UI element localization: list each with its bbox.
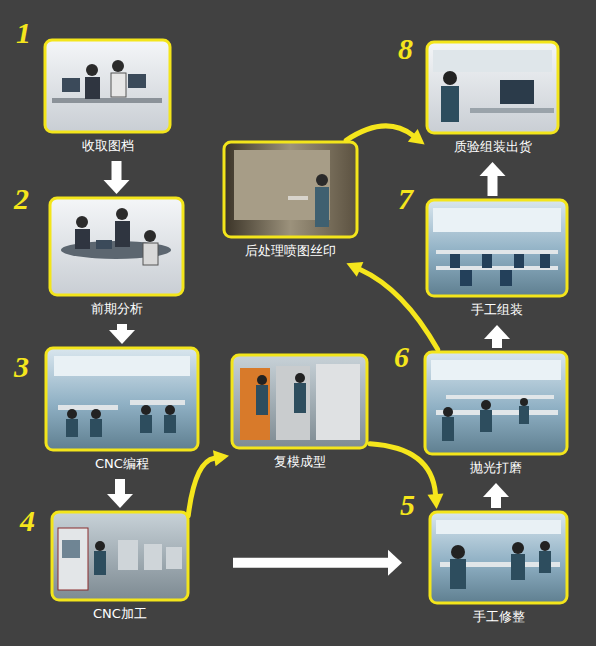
photo (45, 40, 170, 132)
arrow-curve (370, 444, 435, 494)
photo (50, 198, 183, 295)
photo (427, 42, 558, 133)
arrow-shaft (488, 176, 498, 196)
arrow-head (483, 483, 509, 497)
process-step: 复模成型 (232, 355, 367, 473)
arrow-head (109, 330, 135, 344)
arrow-shaft (491, 497, 501, 508)
callout-number: 7 (398, 184, 413, 214)
arrow-head (107, 494, 133, 508)
arrow-curve (188, 458, 214, 515)
photo (430, 512, 567, 603)
callout-number: 1 (16, 18, 31, 48)
step-caption: 复模成型 (232, 453, 367, 471)
process-step: 抛光打磨 (425, 352, 567, 479)
arrow-head (427, 493, 443, 509)
callout-number: 2 (14, 184, 29, 214)
arrow-head (346, 262, 363, 277)
photo (224, 142, 357, 237)
curved-arrow (188, 450, 229, 515)
arrow-head (484, 325, 510, 339)
block-arrow (480, 162, 506, 196)
step-caption: 抛光打磨 (425, 459, 567, 477)
arrow-head (104, 180, 130, 194)
block-arrow (484, 325, 510, 348)
arrow-shaft (112, 161, 122, 180)
block-arrow (483, 483, 509, 508)
callout-number: 4 (20, 506, 35, 536)
step-caption: 后处理喷图丝印 (224, 242, 357, 260)
arrow-shaft (492, 339, 502, 348)
block-arrow (104, 161, 130, 194)
arrow-curve (346, 126, 413, 140)
callout-number: 5 (400, 490, 415, 520)
photo (232, 355, 367, 448)
block-arrow (233, 550, 402, 576)
process-step: CNC编程 (46, 348, 198, 475)
step-caption: 质验组装出货 (427, 138, 558, 156)
step-caption: 手工修整 (430, 608, 567, 626)
arrow-curve (360, 269, 438, 349)
arrow-head (480, 162, 506, 176)
process-step: 后处理喷图丝印 (224, 142, 357, 262)
curved-arrow (346, 262, 437, 349)
process-step: CNC加工 (52, 512, 188, 625)
curved-arrow (346, 126, 424, 145)
arrow-shaft (233, 558, 388, 568)
process-step: 手工组装 (427, 200, 567, 321)
arrow-head (408, 129, 425, 145)
process-step: 质验组装出货 (427, 42, 558, 158)
step-caption: CNC加工 (52, 605, 188, 623)
step-caption: 收取图档 (45, 137, 170, 155)
photo (46, 348, 198, 450)
block-arrow (109, 324, 135, 344)
process-step: 手工修整 (430, 512, 567, 628)
callout-number: 3 (14, 352, 29, 382)
step-caption: CNC编程 (46, 455, 198, 473)
callout-number: 8 (398, 34, 413, 64)
arrow-shaft (115, 479, 125, 494)
photo (425, 352, 567, 454)
photo (52, 512, 188, 600)
step-caption: 手工组装 (427, 301, 567, 319)
arrow-head (213, 450, 229, 466)
photo (427, 200, 567, 296)
process-step: 收取图档 (45, 40, 170, 157)
arrow-head (388, 550, 402, 576)
callout-number: 6 (394, 342, 409, 372)
arrow-shaft (117, 324, 127, 330)
step-caption: 前期分析 (50, 300, 183, 318)
block-arrow (107, 479, 133, 508)
process-step: 前期分析 (50, 198, 183, 320)
